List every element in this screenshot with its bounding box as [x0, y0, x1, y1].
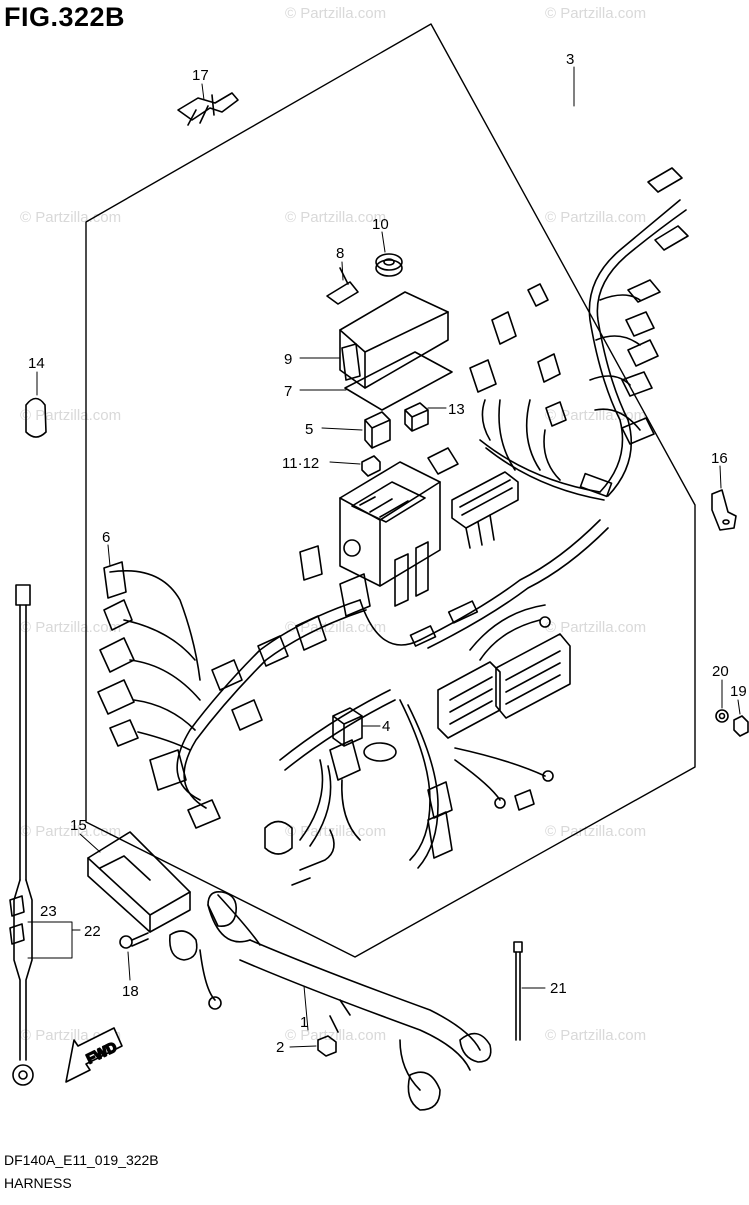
callout-4: 4	[382, 718, 390, 735]
watermark-text: © Partzilla.com	[545, 209, 646, 226]
harness-upper-right	[479, 199, 687, 501]
gasket-7	[344, 351, 453, 411]
callout-20: 20	[712, 663, 729, 680]
clip-17	[177, 92, 239, 126]
callout-13: 13	[448, 401, 465, 418]
callout-17: 17	[192, 67, 209, 84]
connectors-upper-right	[427, 167, 689, 475]
watermark-text: © Partzilla.com	[545, 619, 646, 636]
watermark-text: © Partzilla.com	[285, 619, 386, 636]
connectors-lower	[329, 739, 554, 859]
watermark-text: © Partzilla.com	[285, 1027, 386, 1044]
connectors-center-right	[437, 604, 571, 739]
figure-title: FIG.322B	[4, 2, 126, 32]
grommet-10	[375, 253, 403, 277]
watermark-text: © Partzilla.com	[285, 209, 386, 226]
fuse-box	[339, 461, 441, 607]
connector-20pin	[451, 471, 519, 549]
battery-cable	[9, 584, 34, 1086]
callout-21: 21	[550, 980, 567, 997]
figure-name: HARNESS	[4, 1175, 72, 1191]
callout-9: 9	[284, 351, 292, 368]
callout-8: 8	[336, 245, 344, 262]
connectors-left	[97, 545, 371, 886]
callout-18: 18	[122, 983, 139, 1000]
nut-19	[733, 715, 749, 737]
relay-13	[404, 402, 429, 432]
watermarks: © Partzilla.com © Partzilla.com © Partzi…	[20, 5, 646, 1044]
callout-2: 2	[276, 1039, 284, 1056]
assembly-frame	[85, 23, 696, 958]
callout-1: 1	[300, 1014, 308, 1031]
fuse-box-cover-9	[339, 291, 449, 389]
screw-18	[119, 932, 149, 949]
watermark-text: © Partzilla.com	[285, 823, 386, 840]
nut-2	[317, 1035, 337, 1057]
cap-14	[25, 397, 47, 438]
watermark-text: © Partzilla.com	[20, 407, 121, 424]
callout-11-12: 11·12	[282, 455, 319, 472]
callout-19: 19	[730, 683, 747, 700]
callout-3: 3	[566, 51, 574, 68]
fuse-11-12	[361, 455, 381, 477]
relay-5	[364, 411, 391, 449]
relay-4	[332, 707, 363, 747]
callout-14: 14	[28, 355, 45, 372]
callout-22: 22	[84, 923, 101, 940]
watermark-text: © Partzilla.com	[20, 619, 121, 636]
callout-7: 7	[284, 383, 292, 400]
callouts: 3 17 10 8 14 9 7 13 5 11·12 16 6 20 19 4…	[28, 51, 747, 1056]
figure-code: DF140A_E11_019_322B	[4, 1152, 159, 1168]
cable-tie-21	[513, 941, 523, 1041]
watermark-text: © Partzilla.com	[545, 1027, 646, 1044]
harness-trunk	[176, 519, 609, 869]
callout-15: 15	[70, 817, 87, 834]
clip-8	[326, 267, 359, 305]
callout-23: 23	[40, 903, 57, 920]
watermark-text: © Partzilla.com	[20, 209, 121, 226]
ring-terminal	[363, 742, 397, 762]
callout-10: 10	[372, 216, 389, 233]
cover-plate-15	[87, 831, 191, 933]
washer-20	[715, 709, 729, 723]
watermark-text: © Partzilla.com	[545, 5, 646, 22]
watermark-text: © Partzilla.com	[545, 823, 646, 840]
watermark-text: © Partzilla.com	[545, 407, 646, 424]
main-harness-1	[168, 890, 492, 1111]
callout-6: 6	[102, 529, 110, 546]
callout-5: 5	[305, 421, 313, 438]
callout-16: 16	[711, 450, 728, 467]
bracket-16	[711, 489, 737, 531]
watermark-text: © Partzilla.com	[285, 5, 386, 22]
